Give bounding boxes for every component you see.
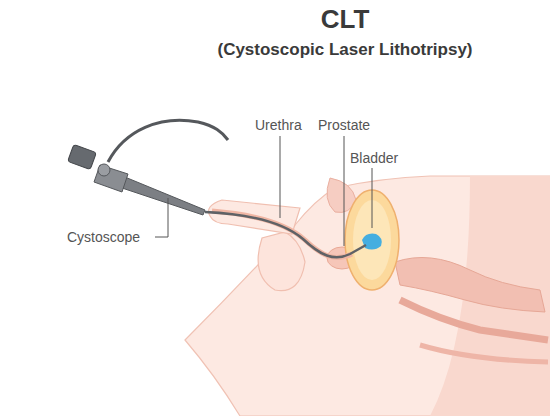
- part-label: Urethra: [255, 117, 302, 133]
- bowel: [420, 345, 548, 362]
- label-text: Prostate: [318, 117, 370, 133]
- scrotum: [258, 232, 305, 291]
- cystoscope-body: [116, 175, 205, 215]
- body-section: [185, 176, 550, 416]
- title-text: CLT: [321, 4, 370, 34]
- label-text: (Cystoscopic Laser Lithotripsy): [217, 40, 472, 59]
- leader-line: [372, 168, 373, 228]
- bladder-stone: [362, 234, 382, 250]
- cystoscope-shaft: [205, 212, 366, 257]
- subtitle: (Cystoscopic Laser Lithotripsy): [217, 40, 472, 60]
- part-label: Cystoscope: [67, 229, 140, 245]
- cystoscope-port: [98, 164, 110, 176]
- rectum: [400, 300, 548, 340]
- label-text: Urethra: [255, 117, 302, 133]
- light-cable: [108, 120, 228, 162]
- urethra: [212, 211, 352, 258]
- title: CLT: [321, 4, 370, 35]
- part-label: Bladder: [350, 150, 398, 166]
- leader-line: [155, 198, 168, 237]
- label-text: Bladder: [350, 150, 398, 166]
- cystoscope-handle: [94, 165, 128, 192]
- cystoscope-eyepiece: [68, 144, 97, 169]
- part-label: Prostate: [318, 117, 370, 133]
- label-text: Cystoscope: [67, 229, 140, 245]
- pelvic-bone: [395, 258, 545, 313]
- leader-line: [280, 136, 281, 218]
- leader-line: [344, 136, 345, 246]
